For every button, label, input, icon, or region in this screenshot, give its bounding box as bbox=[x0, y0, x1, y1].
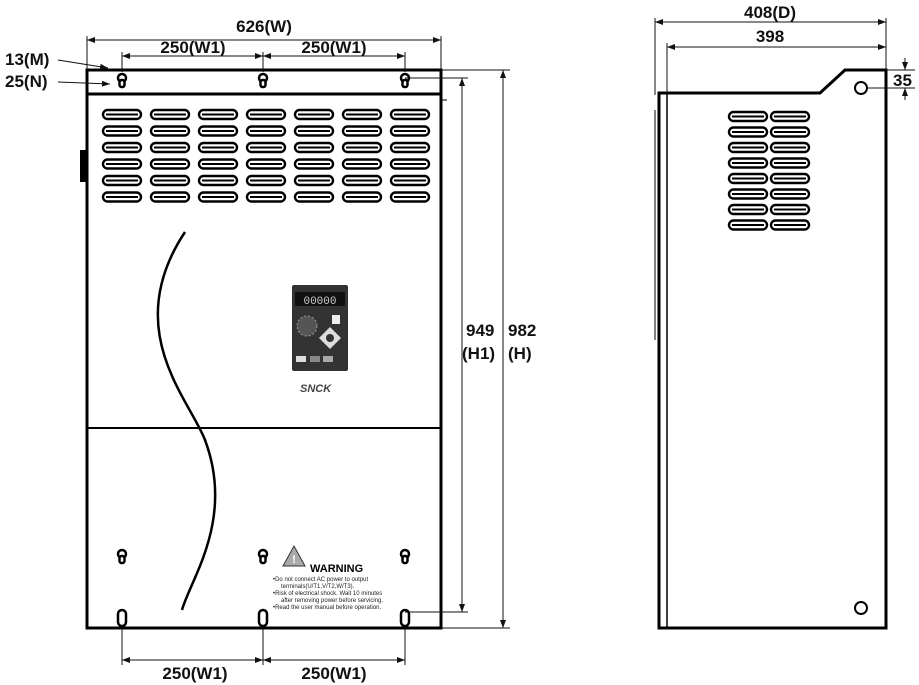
louver bbox=[769, 188, 811, 200]
louver bbox=[769, 157, 811, 169]
louver bbox=[149, 125, 191, 137]
svg-text:(H): (H) bbox=[508, 344, 532, 363]
keypad-display: 00000 bbox=[303, 296, 336, 308]
h1-dimension: 949 bbox=[466, 321, 494, 340]
louver bbox=[389, 141, 431, 154]
front-view: 00000 SNCK ! WARNING •Do not connect AC … bbox=[5, 17, 536, 683]
depth-dimension: 408(D) bbox=[744, 3, 796, 22]
cable bbox=[156, 231, 217, 611]
keypad[interactable]: 00000 bbox=[292, 285, 348, 371]
louver bbox=[727, 188, 769, 200]
louver bbox=[101, 174, 143, 187]
svg-text:!: ! bbox=[292, 554, 296, 566]
svg-text:250(W1): 250(W1) bbox=[162, 664, 227, 683]
louver bbox=[341, 174, 383, 187]
louver bbox=[293, 191, 335, 203]
louver bbox=[245, 191, 287, 203]
louver bbox=[101, 191, 143, 203]
louver bbox=[149, 174, 191, 187]
louver bbox=[101, 141, 143, 154]
louver bbox=[149, 191, 191, 203]
side-tab bbox=[80, 150, 88, 182]
louver bbox=[389, 191, 431, 203]
louver bbox=[293, 174, 335, 187]
louver bbox=[197, 191, 239, 203]
brand-logo: SNCK bbox=[300, 383, 332, 395]
svg-text:WARNING: WARNING bbox=[310, 563, 363, 575]
louver bbox=[197, 174, 239, 187]
louver bbox=[727, 141, 769, 154]
svg-text:•Read the user manual before o: •Read the user manual before operation. bbox=[273, 605, 382, 611]
louver bbox=[197, 108, 239, 121]
louver bbox=[769, 126, 811, 138]
louver bbox=[769, 203, 811, 216]
louver bbox=[197, 158, 239, 170]
louver bbox=[197, 141, 239, 154]
louver bbox=[727, 126, 769, 138]
louver bbox=[389, 158, 431, 170]
svg-text:•Do not connect AC power to ou: •Do not connect AC power to output bbox=[273, 577, 368, 583]
louver bbox=[727, 219, 769, 231]
louver bbox=[341, 141, 383, 154]
louver bbox=[245, 108, 287, 121]
louver bbox=[293, 158, 335, 170]
offset-dimension: 35 bbox=[893, 71, 912, 90]
louver bbox=[101, 158, 143, 170]
louver bbox=[389, 125, 431, 137]
louver bbox=[101, 125, 143, 137]
louver bbox=[769, 110, 811, 123]
louver bbox=[245, 174, 287, 187]
louver bbox=[245, 141, 287, 154]
louver bbox=[197, 125, 239, 137]
louver bbox=[149, 158, 191, 170]
louver bbox=[341, 108, 383, 121]
side-body bbox=[657, 68, 888, 630]
louver bbox=[293, 108, 335, 121]
warning-label: ! WARNING •Do not connect AC power to ou… bbox=[273, 544, 383, 611]
louver bbox=[149, 108, 191, 121]
front-body bbox=[85, 68, 443, 630]
louver bbox=[769, 172, 811, 185]
svg-text:(H1): (H1) bbox=[462, 344, 495, 363]
svg-text:after removing power before se: after removing power before servicing. bbox=[281, 598, 383, 604]
louver bbox=[727, 157, 769, 169]
louver bbox=[341, 158, 383, 170]
svg-text:terminals(U/T1,V/T2,W/T3).: terminals(U/T1,V/T2,W/T3). bbox=[281, 584, 355, 590]
louver bbox=[149, 141, 191, 154]
louver bbox=[389, 108, 431, 121]
mount-hole-bottom bbox=[854, 601, 868, 615]
louver bbox=[727, 203, 769, 216]
m-dimension: 13(M) bbox=[5, 50, 49, 69]
louver bbox=[389, 174, 431, 187]
louver bbox=[101, 108, 143, 121]
width-dimension: 626(W) bbox=[236, 17, 292, 36]
svg-text:250(W1): 250(W1) bbox=[301, 38, 366, 57]
louver bbox=[769, 141, 811, 154]
n-dimension: 25(N) bbox=[5, 72, 48, 91]
mount-hole-top bbox=[854, 81, 868, 95]
louver bbox=[245, 125, 287, 137]
louver bbox=[769, 219, 811, 231]
svg-text:250(W1): 250(W1) bbox=[301, 664, 366, 683]
inner-depth-dimension: 398 bbox=[756, 27, 784, 46]
louver bbox=[341, 191, 383, 203]
h-dimension: 982 bbox=[508, 321, 536, 340]
svg-text:250(W1): 250(W1) bbox=[160, 38, 225, 57]
louver bbox=[341, 125, 383, 137]
keypad-knob bbox=[296, 315, 318, 337]
louver bbox=[727, 110, 769, 123]
louver bbox=[245, 158, 287, 170]
louver bbox=[293, 125, 335, 137]
louver bbox=[727, 172, 769, 185]
svg-text:•Risk of electrical shock. Wai: •Risk of electrical shock. Wait 10 minut… bbox=[273, 591, 382, 597]
louver bbox=[293, 141, 335, 154]
side-view: 408(D) 398 35 bbox=[654, 3, 915, 630]
warning-icon bbox=[282, 544, 306, 567]
